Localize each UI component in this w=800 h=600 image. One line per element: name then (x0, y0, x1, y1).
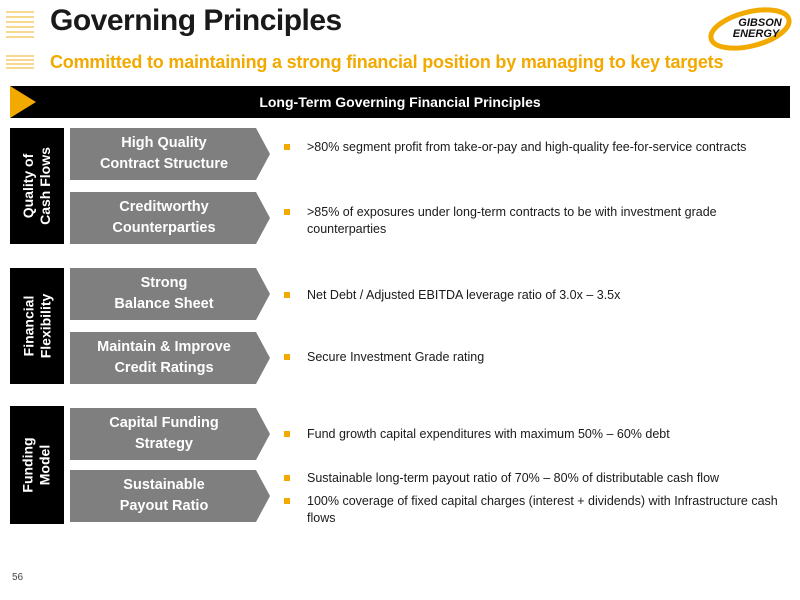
section-label-text: Financial Flexibility (20, 293, 54, 359)
bullet-item: Net Debt / Adjusted EBITDA leverage rati… (284, 287, 784, 304)
bullet-text: >80% segment profit from take-or-pay and… (307, 140, 747, 154)
bullet-list: >80% segment profit from take-or-pay and… (284, 139, 784, 156)
bullet-text: Fund growth capital expenditures with ma… (307, 427, 670, 441)
page-subtitle: Committed to maintaining a strong financ… (50, 52, 724, 72)
section-label-text: Funding Model (20, 437, 54, 493)
bullet-list: Fund growth capital expenditures with ma… (284, 426, 784, 443)
page-title: Governing Principles (50, 4, 342, 37)
section-label-quality-of-cash-flows: Quality of Cash Flows (10, 128, 64, 244)
bullet-item: Fund growth capital expenditures with ma… (284, 426, 784, 443)
decorative-hatch-lines (6, 11, 34, 38)
bullet-item: Sustainable long-term payout ratio of 70… (284, 470, 784, 487)
bullet-text: >85% of exposures under long-term contra… (307, 205, 717, 236)
section-label-text: Quality of Cash Flows (20, 147, 54, 225)
bullet-square-icon (284, 292, 290, 298)
bullet-item: >85% of exposures under long-term contra… (284, 204, 784, 238)
bullet-square-icon (284, 144, 290, 150)
section-banner (10, 86, 790, 118)
pill-sustainable-payout-ratio: Sustainable Payout Ratio (70, 470, 270, 522)
bullet-text: Sustainable long-term payout ratio of 70… (307, 471, 720, 485)
bullet-square-icon (284, 209, 290, 215)
bullet-list: Secure Investment Grade rating (284, 349, 784, 366)
banner-title: Long-Term Governing Financial Principles (259, 94, 541, 110)
bullet-item: Secure Investment Grade rating (284, 349, 784, 366)
bullet-list: Net Debt / Adjusted EBITDA leverage rati… (284, 287, 784, 304)
pill-high-quality-contract-structure: High Quality Contract Structure (70, 128, 270, 180)
logo-line2: ENERGY (733, 28, 781, 40)
pill-capital-funding-strategy: Capital Funding Strategy (70, 408, 270, 460)
bullet-square-icon (284, 475, 290, 481)
page-number: 56 (12, 572, 24, 583)
bullet-item: 100% coverage of fixed capital charges (… (284, 493, 784, 527)
pill-maintain-improve-credit-ratings: Maintain & Improve Credit Ratings (70, 332, 270, 384)
bullet-text: Net Debt / Adjusted EBITDA leverage rati… (307, 288, 621, 302)
pill-creditworthy-counterparties: Creditworthy Counterparties (70, 192, 270, 244)
logo-line1: GIBSON (738, 17, 782, 29)
section-label-funding-model: Funding Model (10, 406, 64, 524)
bullet-item: >80% segment profit from take-or-pay and… (284, 139, 784, 156)
bullet-square-icon (284, 354, 290, 360)
decorative-hatch-lines-small (6, 55, 34, 69)
bullet-list: Sustainable long-term payout ratio of 70… (284, 470, 784, 527)
bullet-text: 100% coverage of fixed capital charges (… (307, 494, 778, 525)
section-label-financial-flexibility: Financial Flexibility (10, 268, 64, 384)
bullet-text: Secure Investment Grade rating (307, 350, 485, 364)
bullet-list: >85% of exposures under long-term contra… (284, 204, 784, 238)
gibson-energy-logo: GIBSON ENERGY (708, 7, 792, 51)
pill-strong-balance-sheet: Strong Balance Sheet (70, 268, 270, 320)
bullet-square-icon (284, 431, 290, 437)
bullet-square-icon (284, 498, 290, 504)
